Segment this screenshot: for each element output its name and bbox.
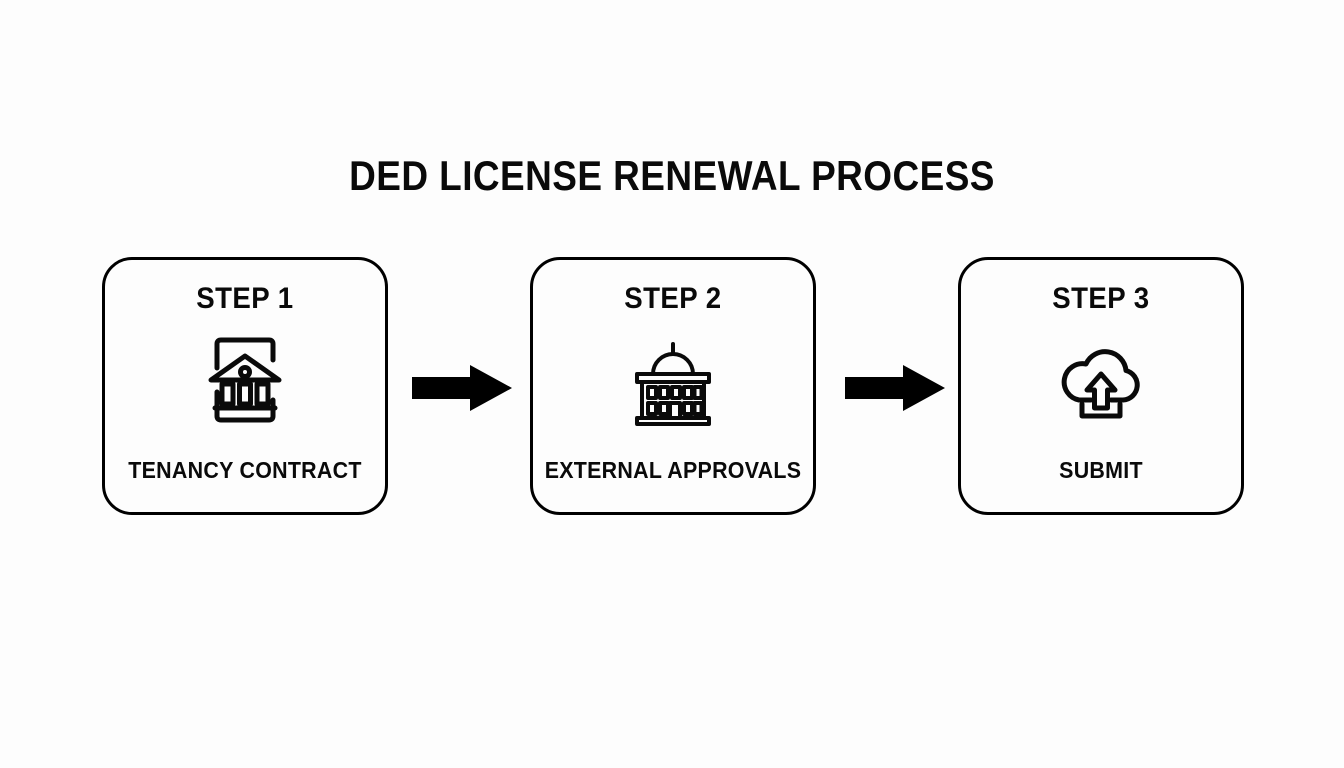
arrow-right-icon-1 xyxy=(412,365,512,411)
step-card-3[interactable]: STEP 3 SUBMIT xyxy=(958,257,1244,515)
step-heading-3: STEP 3 xyxy=(1052,282,1150,315)
step-heading-2: STEP 2 xyxy=(624,282,722,315)
step-label-3: SUBMIT xyxy=(1059,457,1143,483)
step-label-2: EXTERNAL APPROVALS xyxy=(544,457,802,483)
step-card-2[interactable]: STEP 2 xyxy=(530,257,816,515)
step-card-1[interactable]: STEP 1 xyxy=(102,257,388,515)
step-label-1: TENANCY CONTRACT xyxy=(128,457,362,483)
step-heading-1: STEP 1 xyxy=(196,282,294,315)
arrow-right-icon-2 xyxy=(845,365,945,411)
bank-document-icon xyxy=(193,328,297,432)
page-title: DED LICENSE RENEWAL PROCESS xyxy=(349,152,995,199)
cloud-upload-icon xyxy=(1049,328,1153,432)
government-building-icon xyxy=(621,328,725,432)
process-flow: STEP 1 xyxy=(0,257,1344,517)
